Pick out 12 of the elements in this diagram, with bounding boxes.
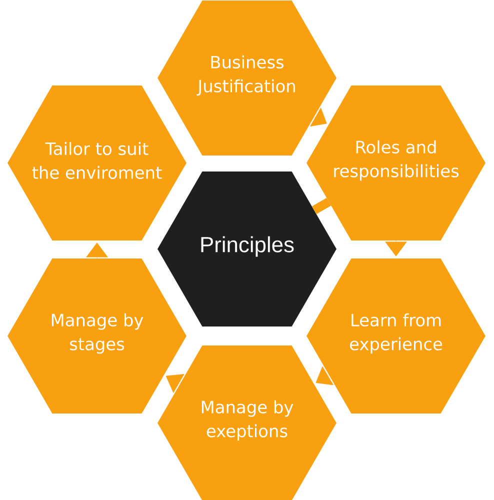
arrow xyxy=(86,242,108,259)
hexagon: Manage by exeptions xyxy=(158,346,336,500)
hexagon: Roles and responsibilities xyxy=(306,86,486,240)
hexagon: Manage by stages xyxy=(8,258,186,414)
hexagon: Tailor to suit the enviroment xyxy=(8,86,186,240)
hexagon: Business Justification xyxy=(158,0,336,156)
arrow xyxy=(166,374,184,393)
arrow xyxy=(310,108,327,127)
connector-bar xyxy=(312,198,332,214)
arrow xyxy=(316,366,334,386)
hexagon: Learn from experience xyxy=(306,258,486,414)
arrow xyxy=(385,240,407,256)
